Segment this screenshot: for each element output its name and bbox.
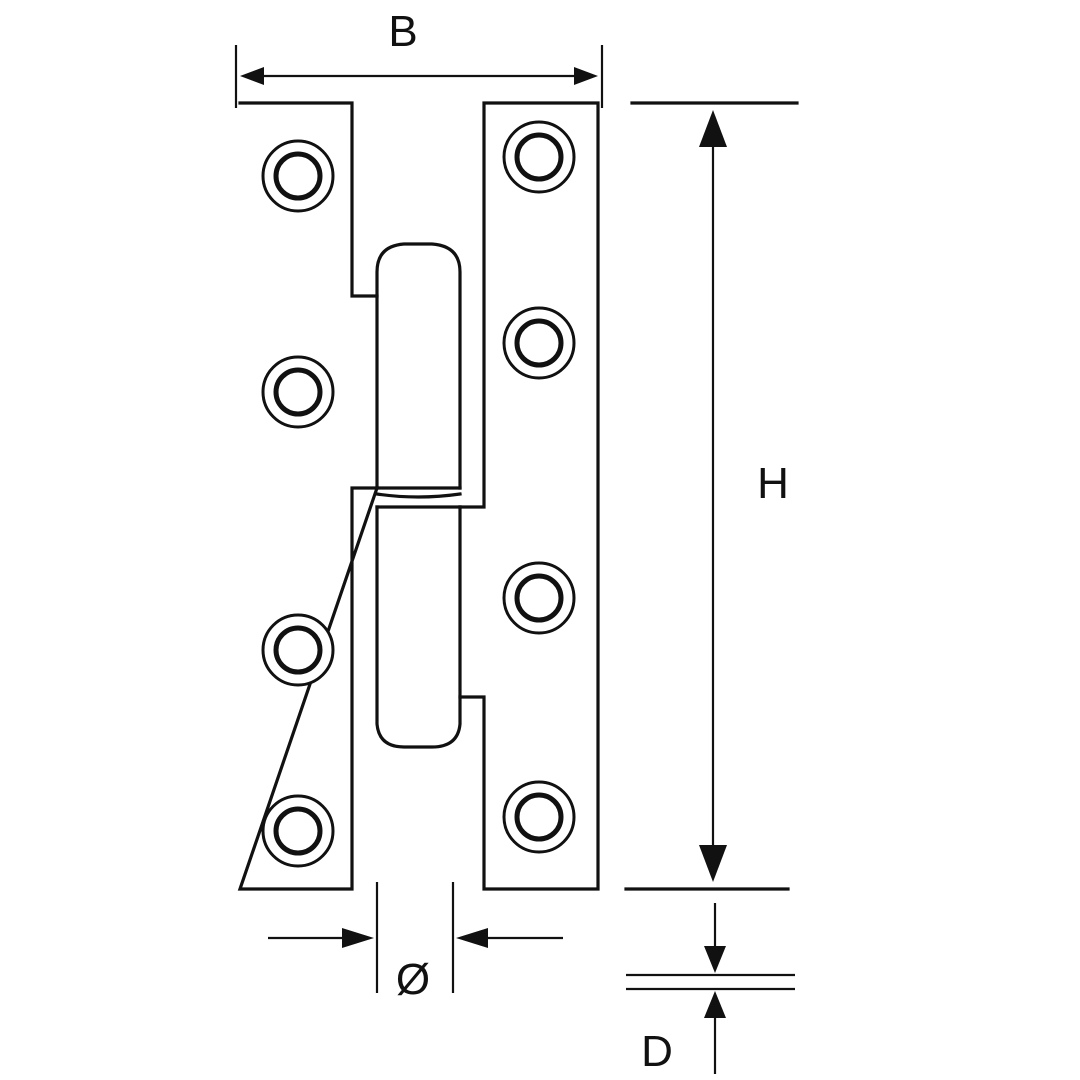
dimension-height: H <box>624 101 799 891</box>
right-leaf <box>458 101 600 891</box>
arrow-right-icon <box>574 67 598 85</box>
screw-hole-icon <box>261 794 335 868</box>
dimension-diameter: Ø <box>268 882 563 1004</box>
screw-hole-icon <box>261 139 335 213</box>
screw-hole-icon <box>502 306 576 380</box>
diameter-label: Ø <box>396 955 430 1004</box>
arrow-left-icon <box>240 67 264 85</box>
screw-hole-icon <box>502 120 576 194</box>
dimension-thickness: D <box>626 903 795 1076</box>
arrow-up-icon <box>704 991 726 1018</box>
screw-hole-icon <box>261 613 335 687</box>
screw-hole-icon <box>502 561 576 635</box>
arrow-down-icon <box>699 845 727 882</box>
arrow-right-icon <box>342 928 374 948</box>
arrow-left-icon <box>456 928 488 948</box>
left-holes <box>261 139 335 868</box>
width-label: B <box>388 7 417 56</box>
height-label: H <box>757 459 789 508</box>
upper-barrel <box>375 242 462 490</box>
left-leaf <box>237 101 380 891</box>
screw-hole-icon <box>261 355 335 429</box>
screw-hole-icon <box>502 780 576 854</box>
lower-barrel <box>375 505 462 749</box>
thickness-label: D <box>641 1027 673 1076</box>
dimension-width: B <box>234 7 604 108</box>
hinge-knuckle <box>375 242 462 749</box>
arrow-down-icon <box>704 946 726 973</box>
right-holes <box>502 120 576 854</box>
arrow-up-icon <box>699 110 727 147</box>
barrel-ring-bottom <box>375 492 462 499</box>
